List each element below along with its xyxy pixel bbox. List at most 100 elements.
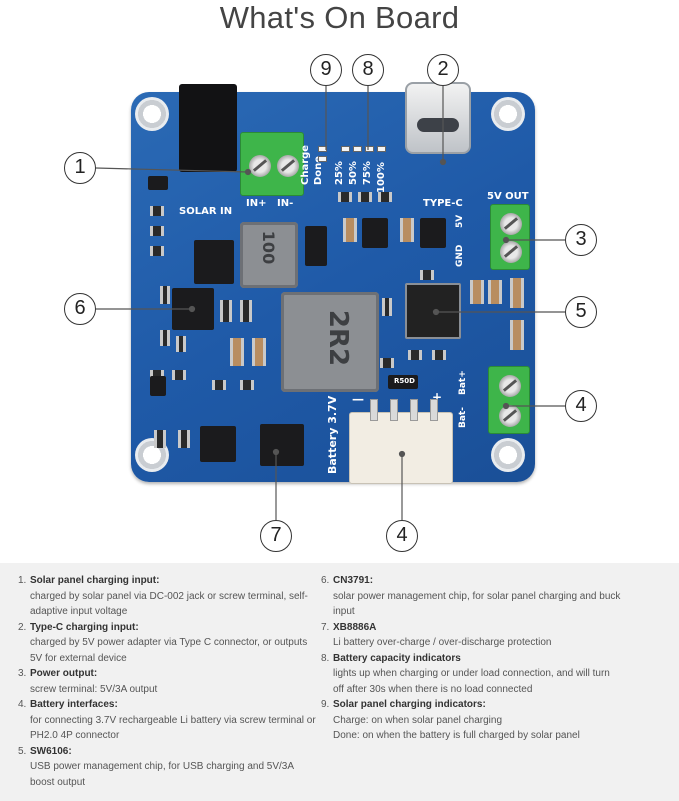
callout-3: 3 xyxy=(565,224,597,256)
capacitor xyxy=(510,320,524,350)
item-number: 7. xyxy=(321,621,330,633)
led-done xyxy=(318,156,327,162)
pin xyxy=(410,399,418,421)
callout-7: 7 xyxy=(260,520,292,552)
item-description: solar power management chip, for solar p… xyxy=(333,590,621,618)
resistor xyxy=(432,350,446,360)
callout-9: 9 xyxy=(310,54,342,86)
resistor xyxy=(378,192,392,202)
resistor xyxy=(150,226,164,236)
description-panel: 1. Solar panel charging input: charged by… xyxy=(0,563,679,801)
pin xyxy=(430,399,438,421)
usb-c-connector xyxy=(405,82,471,154)
transistor xyxy=(148,176,168,190)
resistor xyxy=(150,206,164,216)
dc-jack xyxy=(179,84,237,172)
resistor xyxy=(408,350,422,360)
screw-icon xyxy=(500,213,522,235)
capacitor xyxy=(488,280,502,304)
usb-c-port-icon xyxy=(417,118,459,132)
screw-icon xyxy=(249,155,271,177)
xb8886a-chip xyxy=(260,424,304,466)
item-heading: Battery interfaces: xyxy=(30,699,118,710)
led-50 xyxy=(353,146,362,152)
screw-icon xyxy=(499,375,521,397)
ph2-0-4p-connector xyxy=(349,399,453,484)
chip xyxy=(200,426,236,462)
capacitor xyxy=(400,218,414,242)
silk-in-plus: IN+ xyxy=(246,198,267,209)
item-heading: Solar panel charging indicators: xyxy=(333,699,486,710)
led-75 xyxy=(365,146,374,152)
resistor xyxy=(212,380,226,390)
list-item: 6. CN3791:solar power management chip, f… xyxy=(321,573,621,620)
list-item: 5. SW6106:USB power management chip, for… xyxy=(18,744,318,791)
callout-8: 8 xyxy=(352,54,384,86)
capacitor xyxy=(470,280,484,304)
mounting-hole xyxy=(491,97,525,131)
resistor xyxy=(150,246,164,256)
silk-minus: — xyxy=(352,392,364,406)
item-number: 1. xyxy=(18,575,27,586)
description-column-right: 6. CN3791:solar power management chip, f… xyxy=(321,573,621,744)
sw6106-chip xyxy=(405,283,461,339)
silk-type-c: TYPE-C xyxy=(423,198,463,209)
resistor xyxy=(160,286,170,304)
resistor xyxy=(220,300,232,322)
callout-2: 2 xyxy=(427,54,459,86)
list-item: 2. Type-C charging input: charged by 5V p… xyxy=(18,620,318,667)
callout-5: 5 xyxy=(565,296,597,328)
resistor xyxy=(154,430,166,448)
item-description: charged by solar panel via DC-002 jack o… xyxy=(30,590,308,618)
item-description: charged by 5V power adapter via Type C c… xyxy=(30,637,308,664)
list-item: 3. Power output:screw terminal: 5V/3A ou… xyxy=(18,666,318,697)
silk-in-minus: IN- xyxy=(277,198,294,209)
list-item: 9. Solar panel charging indicators:Charg… xyxy=(321,697,621,744)
item-heading: Power output: xyxy=(30,668,98,679)
resistor xyxy=(160,330,170,346)
item-description: lights up when charging or under load co… xyxy=(333,668,610,695)
resistor xyxy=(150,370,164,380)
item-description: USB power management chip, for USB charg… xyxy=(30,761,294,788)
item-heading: Type-C charging input: xyxy=(30,621,139,633)
list-item: 4. Battery interfaces:for connecting 3.7… xyxy=(18,697,318,744)
screw-icon xyxy=(277,155,299,177)
chip xyxy=(362,218,388,248)
callout-4-terminal: 4 xyxy=(565,390,597,422)
5v-out-terminal xyxy=(490,204,530,270)
capacitor xyxy=(252,338,266,366)
mosfet-chip xyxy=(194,240,234,284)
list-item: 1. Solar panel charging input: charged by… xyxy=(18,573,318,620)
resistor xyxy=(338,192,352,202)
silk-r50d: R50D xyxy=(394,377,415,385)
resistor xyxy=(380,358,394,368)
solar-screw-terminal xyxy=(240,132,304,196)
led-100 xyxy=(377,146,386,152)
item-number: 8. xyxy=(321,652,330,664)
item-number: 6. xyxy=(321,575,330,586)
description-column-left: 1. Solar panel charging input: charged by… xyxy=(18,573,318,790)
battery-screw-terminal xyxy=(488,366,530,434)
large-inductor xyxy=(281,292,379,392)
capacitor xyxy=(343,218,357,242)
mounting-hole xyxy=(135,97,169,131)
silk-solar-in: SOLAR IN xyxy=(179,206,233,217)
mounting-hole xyxy=(491,438,525,472)
resistor xyxy=(172,370,186,380)
item-heading: Solar panel charging input: xyxy=(30,575,160,586)
callout-6: 6 xyxy=(64,293,96,325)
capacitor xyxy=(510,278,524,308)
capacitor xyxy=(230,338,244,366)
item-number: 4. xyxy=(18,699,27,710)
screw-icon xyxy=(499,405,521,427)
item-description: Done: on when the battery is full charge… xyxy=(333,730,580,741)
callout-1: 1 xyxy=(64,152,96,184)
screw-icon xyxy=(500,241,522,263)
item-number: 2. xyxy=(18,621,27,633)
item-number: 9. xyxy=(321,699,330,710)
item-heading: XB8886A xyxy=(333,621,377,633)
transistor xyxy=(150,376,166,396)
led-25 xyxy=(341,146,350,152)
pin xyxy=(370,399,378,421)
